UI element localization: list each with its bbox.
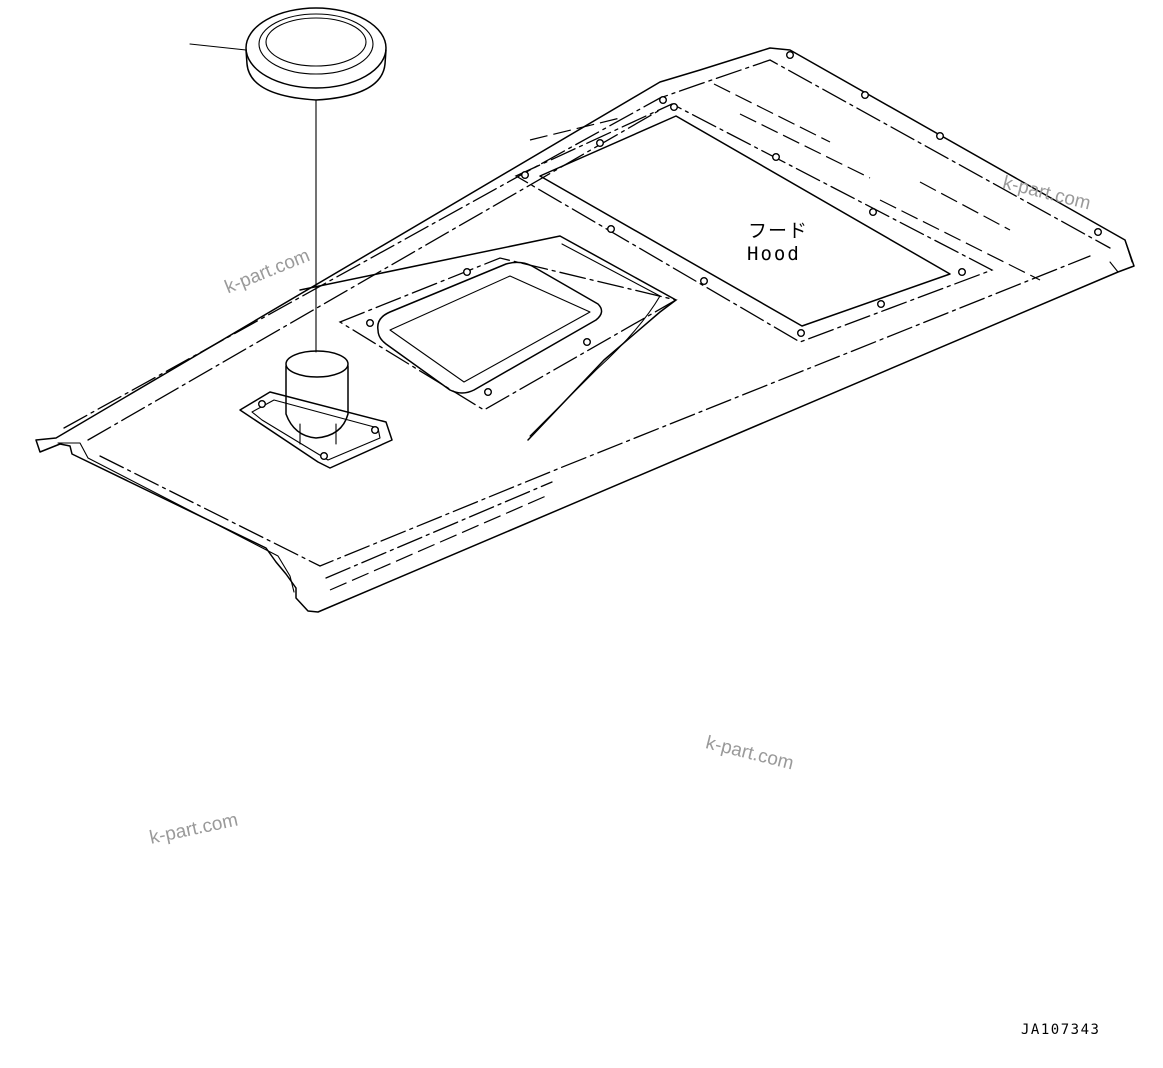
cap-part bbox=[245, 7, 387, 101]
inspection-cover bbox=[338, 257, 678, 411]
document-number: JA107343 bbox=[1021, 1022, 1101, 1038]
part-label-japanese: フード bbox=[748, 220, 809, 242]
hood-outline bbox=[35, 47, 1135, 613]
hood-bulge bbox=[299, 235, 677, 441]
hood-bolts bbox=[258, 51, 1102, 461]
hood-access-panel bbox=[514, 103, 994, 343]
part-label-english: Hood bbox=[747, 243, 801, 265]
cap-leader-line bbox=[189, 43, 247, 51]
exhaust-pipe bbox=[239, 350, 393, 469]
